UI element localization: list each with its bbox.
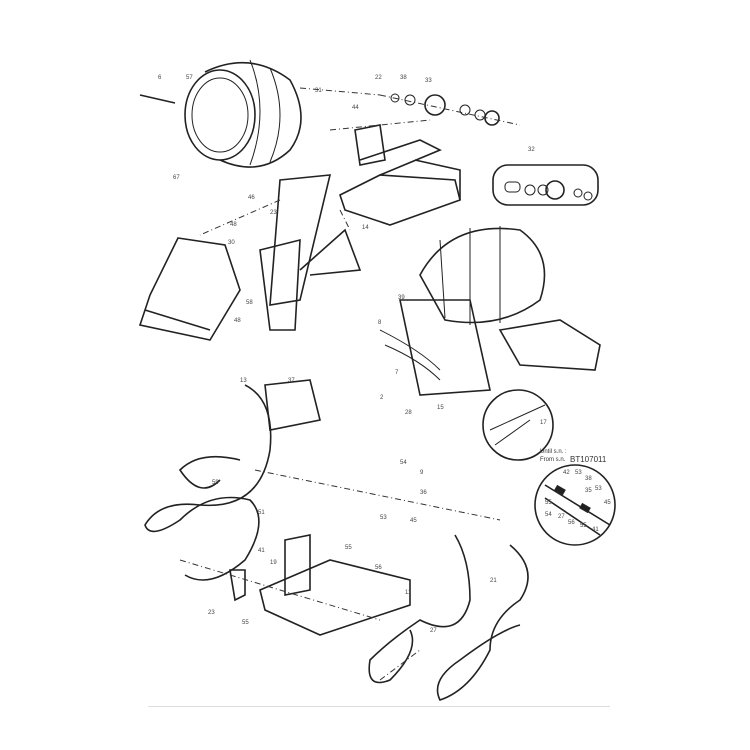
- assembled-mixer: [379, 226, 601, 396]
- callout: 59: [212, 480, 219, 486]
- lower-frame: [229, 379, 411, 636]
- callout: 56: [568, 520, 575, 526]
- callout: 58: [246, 300, 253, 306]
- callout: 14: [362, 225, 369, 231]
- gear-assembly: [379, 93, 521, 126]
- callout: 7: [395, 370, 399, 376]
- hydraulic-hoses: [144, 384, 529, 701]
- callout: 56: [375, 565, 382, 571]
- callout: 48: [234, 318, 241, 324]
- callout: 41: [258, 548, 265, 554]
- callout: 13: [240, 378, 247, 384]
- callout: 27: [430, 628, 437, 634]
- callout: 30: [228, 240, 235, 246]
- callout: 22: [375, 75, 382, 81]
- divider: [148, 706, 610, 707]
- callout: 53: [595, 486, 602, 492]
- serial-from-label: From s.n.: [540, 457, 566, 463]
- main-frame: [259, 124, 461, 331]
- callout: 21: [490, 578, 497, 584]
- callout: 57: [186, 75, 193, 81]
- chute: [138, 237, 241, 341]
- callout: 9: [420, 470, 424, 476]
- callout: 32: [528, 147, 535, 153]
- callout: 17: [540, 420, 547, 426]
- detail-circle-lower: [534, 464, 616, 546]
- callout: 38: [400, 75, 407, 81]
- callout: 46: [248, 195, 255, 201]
- callout: 53: [380, 515, 387, 521]
- callout: 33: [425, 78, 432, 84]
- callout: 35: [585, 488, 592, 494]
- serial-until-label: Until s.n. :: [540, 449, 567, 455]
- callout: 55: [580, 523, 587, 529]
- callout: 8: [378, 320, 382, 326]
- callout: 36: [420, 490, 427, 496]
- callout: 54: [400, 460, 407, 466]
- callout: 23: [208, 610, 215, 616]
- callout: 48: [230, 222, 237, 228]
- callout: 19: [270, 560, 277, 566]
- callout: 27: [558, 514, 565, 520]
- callout: 55: [345, 545, 352, 551]
- callout: 15: [437, 405, 444, 411]
- callout: 2: [380, 395, 384, 401]
- mixer-drum: [139, 59, 302, 168]
- callout: 23: [270, 210, 277, 216]
- detail-circle-upper: [482, 389, 554, 461]
- callout: 41: [592, 527, 599, 533]
- callout: 31: [315, 88, 322, 94]
- callout: 51: [258, 510, 265, 516]
- callout: 55: [242, 620, 249, 626]
- callout: 11: [405, 590, 412, 596]
- callout: 6: [158, 75, 162, 81]
- detail-box-32: [492, 164, 599, 206]
- serial-number: BT107011: [570, 455, 607, 464]
- callout: 67: [173, 175, 180, 181]
- callout: 44: [352, 105, 359, 111]
- callout: 39: [398, 295, 405, 301]
- callout: 28: [405, 410, 412, 416]
- callout: 55: [545, 500, 552, 506]
- callout: 42: [563, 470, 570, 476]
- callout: 53: [575, 470, 582, 476]
- callout: 54: [545, 512, 552, 518]
- callout: 45: [410, 518, 417, 524]
- callout: 37: [288, 378, 295, 384]
- callout: 38: [585, 476, 592, 482]
- callout: 45: [604, 500, 611, 506]
